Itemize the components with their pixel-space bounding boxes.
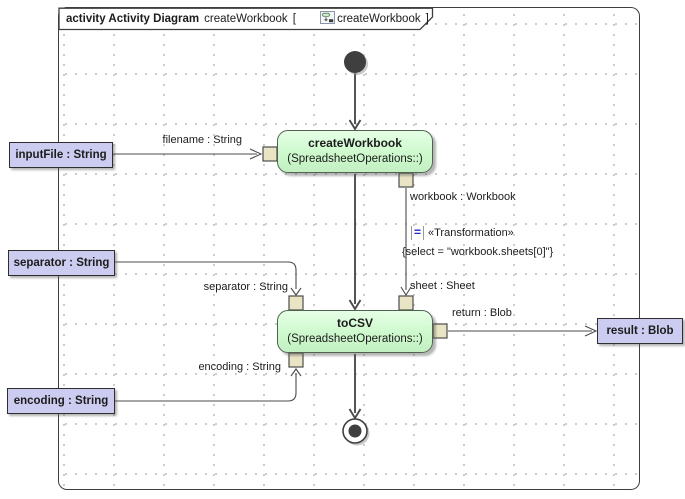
initial-node[interactable] (344, 51, 366, 73)
transformation-equals-icon: = (411, 226, 424, 240)
arrowhead-separator-pin (290, 287, 302, 296)
param-encoding-label: encoding : String (13, 395, 109, 407)
param-separator-label: separator : String (13, 257, 110, 269)
frame-title-keyword: activity Activity Diagram (66, 13, 200, 25)
label-separator[interactable]: separator : String (203, 281, 288, 293)
label-filename[interactable]: filename : String (162, 134, 242, 146)
pin-filename-input[interactable] (262, 146, 278, 162)
label-transformation-text: «Transformation» (428, 227, 514, 239)
pin-workbook-output[interactable] (398, 172, 414, 188)
pin-return-output[interactable] (432, 323, 448, 339)
label-sheet[interactable]: sheet : Sheet (410, 280, 475, 292)
param-separator[interactable]: separator : String (8, 250, 115, 276)
arrowhead-sheet-pin (400, 286, 412, 297)
label-workbook[interactable]: workbook : Workbook (410, 191, 516, 203)
arrowhead-createWorkbook (348, 119, 362, 131)
action-toCSV-qualifier: (SpreadsheetOperations::) (287, 333, 423, 345)
arrowhead-final (348, 408, 362, 420)
action-toCSV-name: toCSV (337, 316, 373, 330)
frame-title-context: createWorkbook (337, 13, 421, 25)
pin-separator-input[interactable] (288, 295, 304, 311)
frame-title-close-bracket: ] (425, 13, 429, 25)
arrowhead-result (584, 325, 598, 337)
frame-title-open-bracket: [ (292, 13, 296, 25)
pin-encoding-input[interactable] (288, 352, 304, 368)
edge-encoding-to-pin[interactable] (115, 373, 297, 402)
action-toCSV[interactable]: toCSV (SpreadsheetOperations::) (277, 310, 433, 353)
pin-sheet-input[interactable] (398, 295, 414, 311)
label-select-constraint[interactable]: {select = "workbook.sheets[0]"} (402, 246, 554, 258)
arrowhead-toCSV (348, 299, 362, 311)
arrowhead-encoding-pin (290, 368, 302, 377)
arrowhead-filename-pin (249, 148, 263, 160)
param-result-label: result : Blob (606, 325, 674, 337)
activity-diagram-icon (301, 0, 336, 39)
action-createWorkbook-qualifier: (SpreadsheetOperations::) (287, 153, 423, 165)
param-inputFile[interactable]: inputFile : String (9, 142, 113, 168)
frame-title-name: createWorkbook (204, 13, 288, 25)
frame-title: activity Activity Diagram createWorkbook… (66, 9, 429, 29)
label-transformation[interactable]: = «Transformation» (411, 226, 514, 240)
action-createWorkbook-name: createWorkbook (308, 136, 402, 150)
param-result[interactable]: result : Blob (597, 318, 683, 344)
param-inputFile-label: inputFile : String (15, 149, 107, 161)
label-return[interactable]: return : Blob (452, 307, 512, 319)
frame-title-tab (58, 7, 434, 31)
diagram-frame (58, 7, 640, 490)
label-encoding[interactable]: encoding : String (198, 361, 281, 373)
edge-separator-to-pin[interactable] (115, 261, 297, 289)
param-encoding[interactable]: encoding : String (7, 388, 115, 414)
action-createWorkbook[interactable]: createWorkbook (SpreadsheetOperations::) (277, 130, 433, 173)
final-node-core (348, 424, 362, 438)
